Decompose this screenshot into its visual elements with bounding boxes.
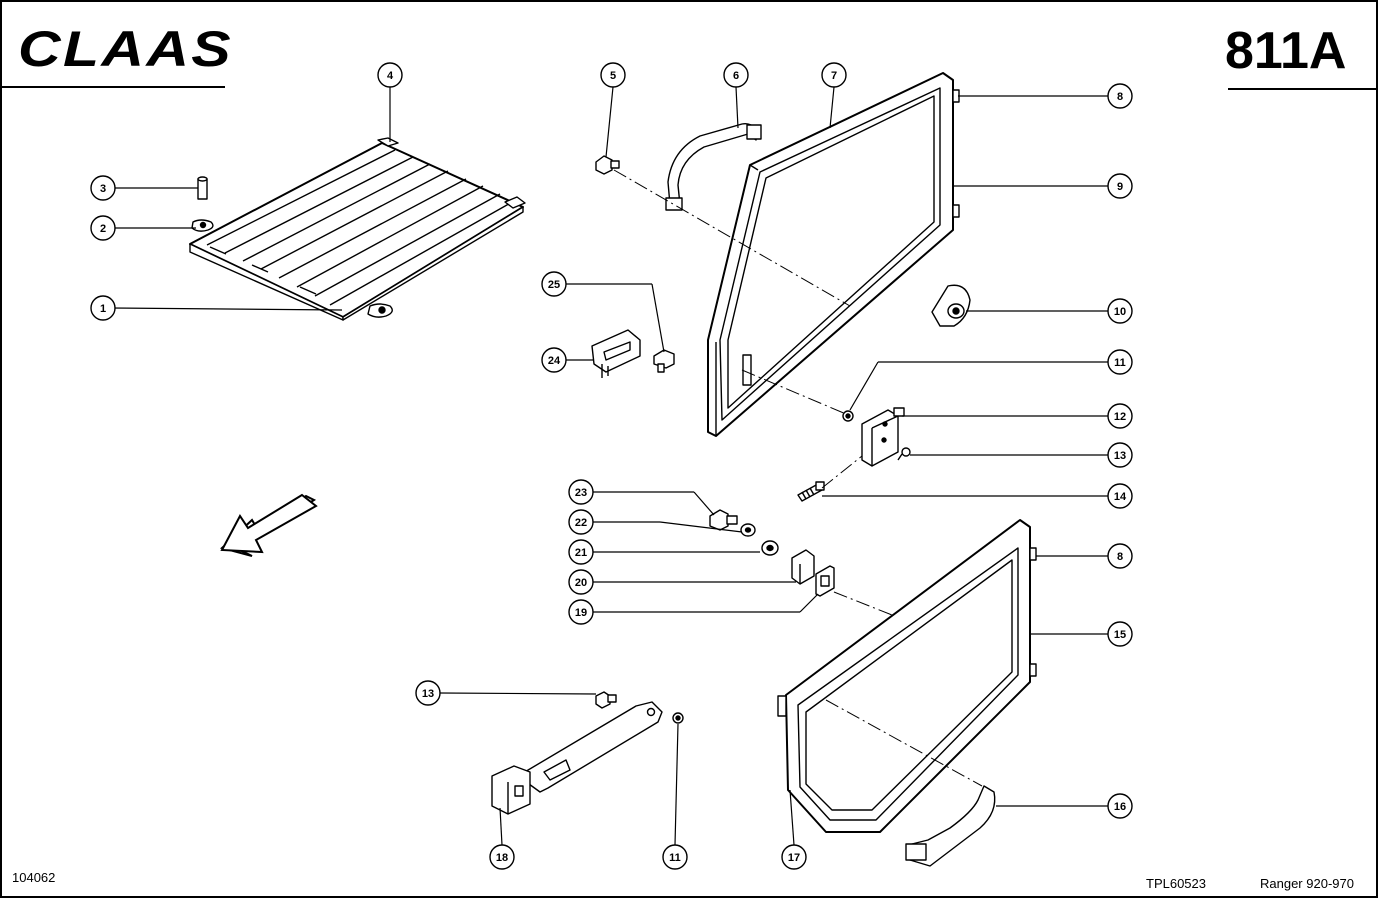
- callout-23: 23: [568, 479, 594, 505]
- callout-2: 2: [90, 215, 116, 241]
- callout-22: 22: [568, 509, 594, 535]
- callout-17: 17: [781, 844, 807, 870]
- model-range: Ranger 920-970: [1260, 876, 1354, 891]
- part-13-screw-lower: [595, 691, 617, 709]
- callout-18: 18: [489, 844, 515, 870]
- callout-15: 15: [1107, 621, 1133, 647]
- callout-21: 21: [568, 539, 594, 565]
- part-18-support-arm: [491, 701, 663, 815]
- svg-text:13: 13: [1114, 450, 1126, 462]
- svg-text:5: 5: [610, 70, 616, 82]
- callout-9: 9: [1107, 173, 1133, 199]
- callout-12: 12: [1107, 403, 1133, 429]
- part-15-lower-window-frame: [777, 519, 1037, 833]
- brand-logo: CLAAS: [18, 21, 233, 77]
- callout-leaders: [109, 86, 1108, 846]
- svg-text:21: 21: [575, 547, 587, 559]
- parts-drawing: [189, 72, 1037, 867]
- part-24-cover: [591, 329, 641, 378]
- callout-24: 24: [541, 347, 567, 373]
- callout-19: 19: [568, 599, 594, 625]
- svg-text:6: 6: [733, 70, 739, 82]
- svg-text:17: 17: [788, 852, 800, 864]
- svg-text:11: 11: [1114, 357, 1126, 369]
- part-21-washer: [761, 540, 779, 556]
- svg-text:16: 16: [1114, 801, 1126, 813]
- callout-11-lower: 11: [662, 844, 688, 870]
- part-5-bolt: [595, 155, 620, 175]
- callout-1: 1: [90, 295, 116, 321]
- reference-code: TPL60523: [1146, 876, 1206, 891]
- callout-6: 6: [723, 62, 749, 88]
- callout-13-lower: 13: [415, 680, 441, 706]
- part-11-nut: [842, 410, 854, 422]
- svg-text:1: 1: [100, 303, 106, 315]
- part-1-step-grating: [189, 137, 526, 321]
- svg-text:14: 14: [1114, 491, 1127, 503]
- callout-3: 3: [90, 175, 116, 201]
- part-22-washer: [740, 523, 756, 537]
- part-10-bumper: [931, 284, 971, 327]
- svg-text:20: 20: [575, 577, 587, 589]
- direction-arrow-body: [220, 493, 318, 554]
- part-7-upper-window-frame: [707, 72, 960, 437]
- callout-markers: 1 2 3 4 5 6 7 8 9 10 11 12 13 14 8 15 16…: [90, 62, 1133, 870]
- svg-text:4: 4: [387, 70, 394, 82]
- part-11-nut-lower: [672, 712, 684, 724]
- svg-text:19: 19: [575, 607, 587, 619]
- svg-text:15: 15: [1114, 629, 1126, 641]
- callout-16: 16: [1107, 793, 1133, 819]
- callout-10: 10: [1107, 298, 1133, 324]
- svg-text:3: 3: [100, 183, 106, 195]
- drawing-number: 104062: [12, 870, 55, 885]
- svg-text:9: 9: [1117, 181, 1123, 193]
- callout-25: 25: [541, 271, 567, 297]
- callout-14: 14: [1107, 483, 1133, 509]
- part-16-handle: [905, 785, 996, 867]
- svg-text:10: 10: [1114, 306, 1126, 318]
- part-6-grab-handle: [665, 122, 762, 211]
- callout-11-upper: 11: [1107, 349, 1133, 375]
- svg-text:22: 22: [575, 517, 587, 529]
- part-23-bolt: [709, 509, 738, 531]
- callout-7: 7: [821, 62, 847, 88]
- svg-text:7: 7: [831, 70, 837, 82]
- svg-text:13: 13: [422, 688, 434, 700]
- svg-text:24: 24: [548, 355, 561, 367]
- part-19-plate: [815, 565, 835, 597]
- callout-20: 20: [568, 569, 594, 595]
- page-code: 811A: [1225, 22, 1346, 80]
- callout-5: 5: [600, 62, 626, 88]
- part-3-pin: [197, 176, 208, 200]
- assembly-lines: [613, 169, 983, 787]
- part-20-clamp-block: [791, 549, 815, 585]
- svg-text:12: 12: [1114, 411, 1126, 423]
- callout-8-upper: 8: [1107, 83, 1133, 109]
- callout-8-lower: 8: [1107, 543, 1133, 569]
- callout-4: 4: [377, 62, 403, 88]
- svg-text:8: 8: [1117, 91, 1123, 103]
- svg-text:8: 8: [1117, 551, 1123, 563]
- svg-text:23: 23: [575, 487, 587, 499]
- svg-text:2: 2: [100, 223, 106, 235]
- part-13-screw-upper: [897, 447, 911, 461]
- callout-13-upper: 13: [1107, 442, 1133, 468]
- part-12-hinge-plate: [861, 407, 905, 467]
- svg-text:18: 18: [496, 852, 508, 864]
- part-25-screw: [653, 349, 675, 373]
- svg-text:11: 11: [669, 852, 681, 864]
- svg-text:25: 25: [548, 279, 560, 291]
- part-14-threaded-stud: [797, 481, 825, 502]
